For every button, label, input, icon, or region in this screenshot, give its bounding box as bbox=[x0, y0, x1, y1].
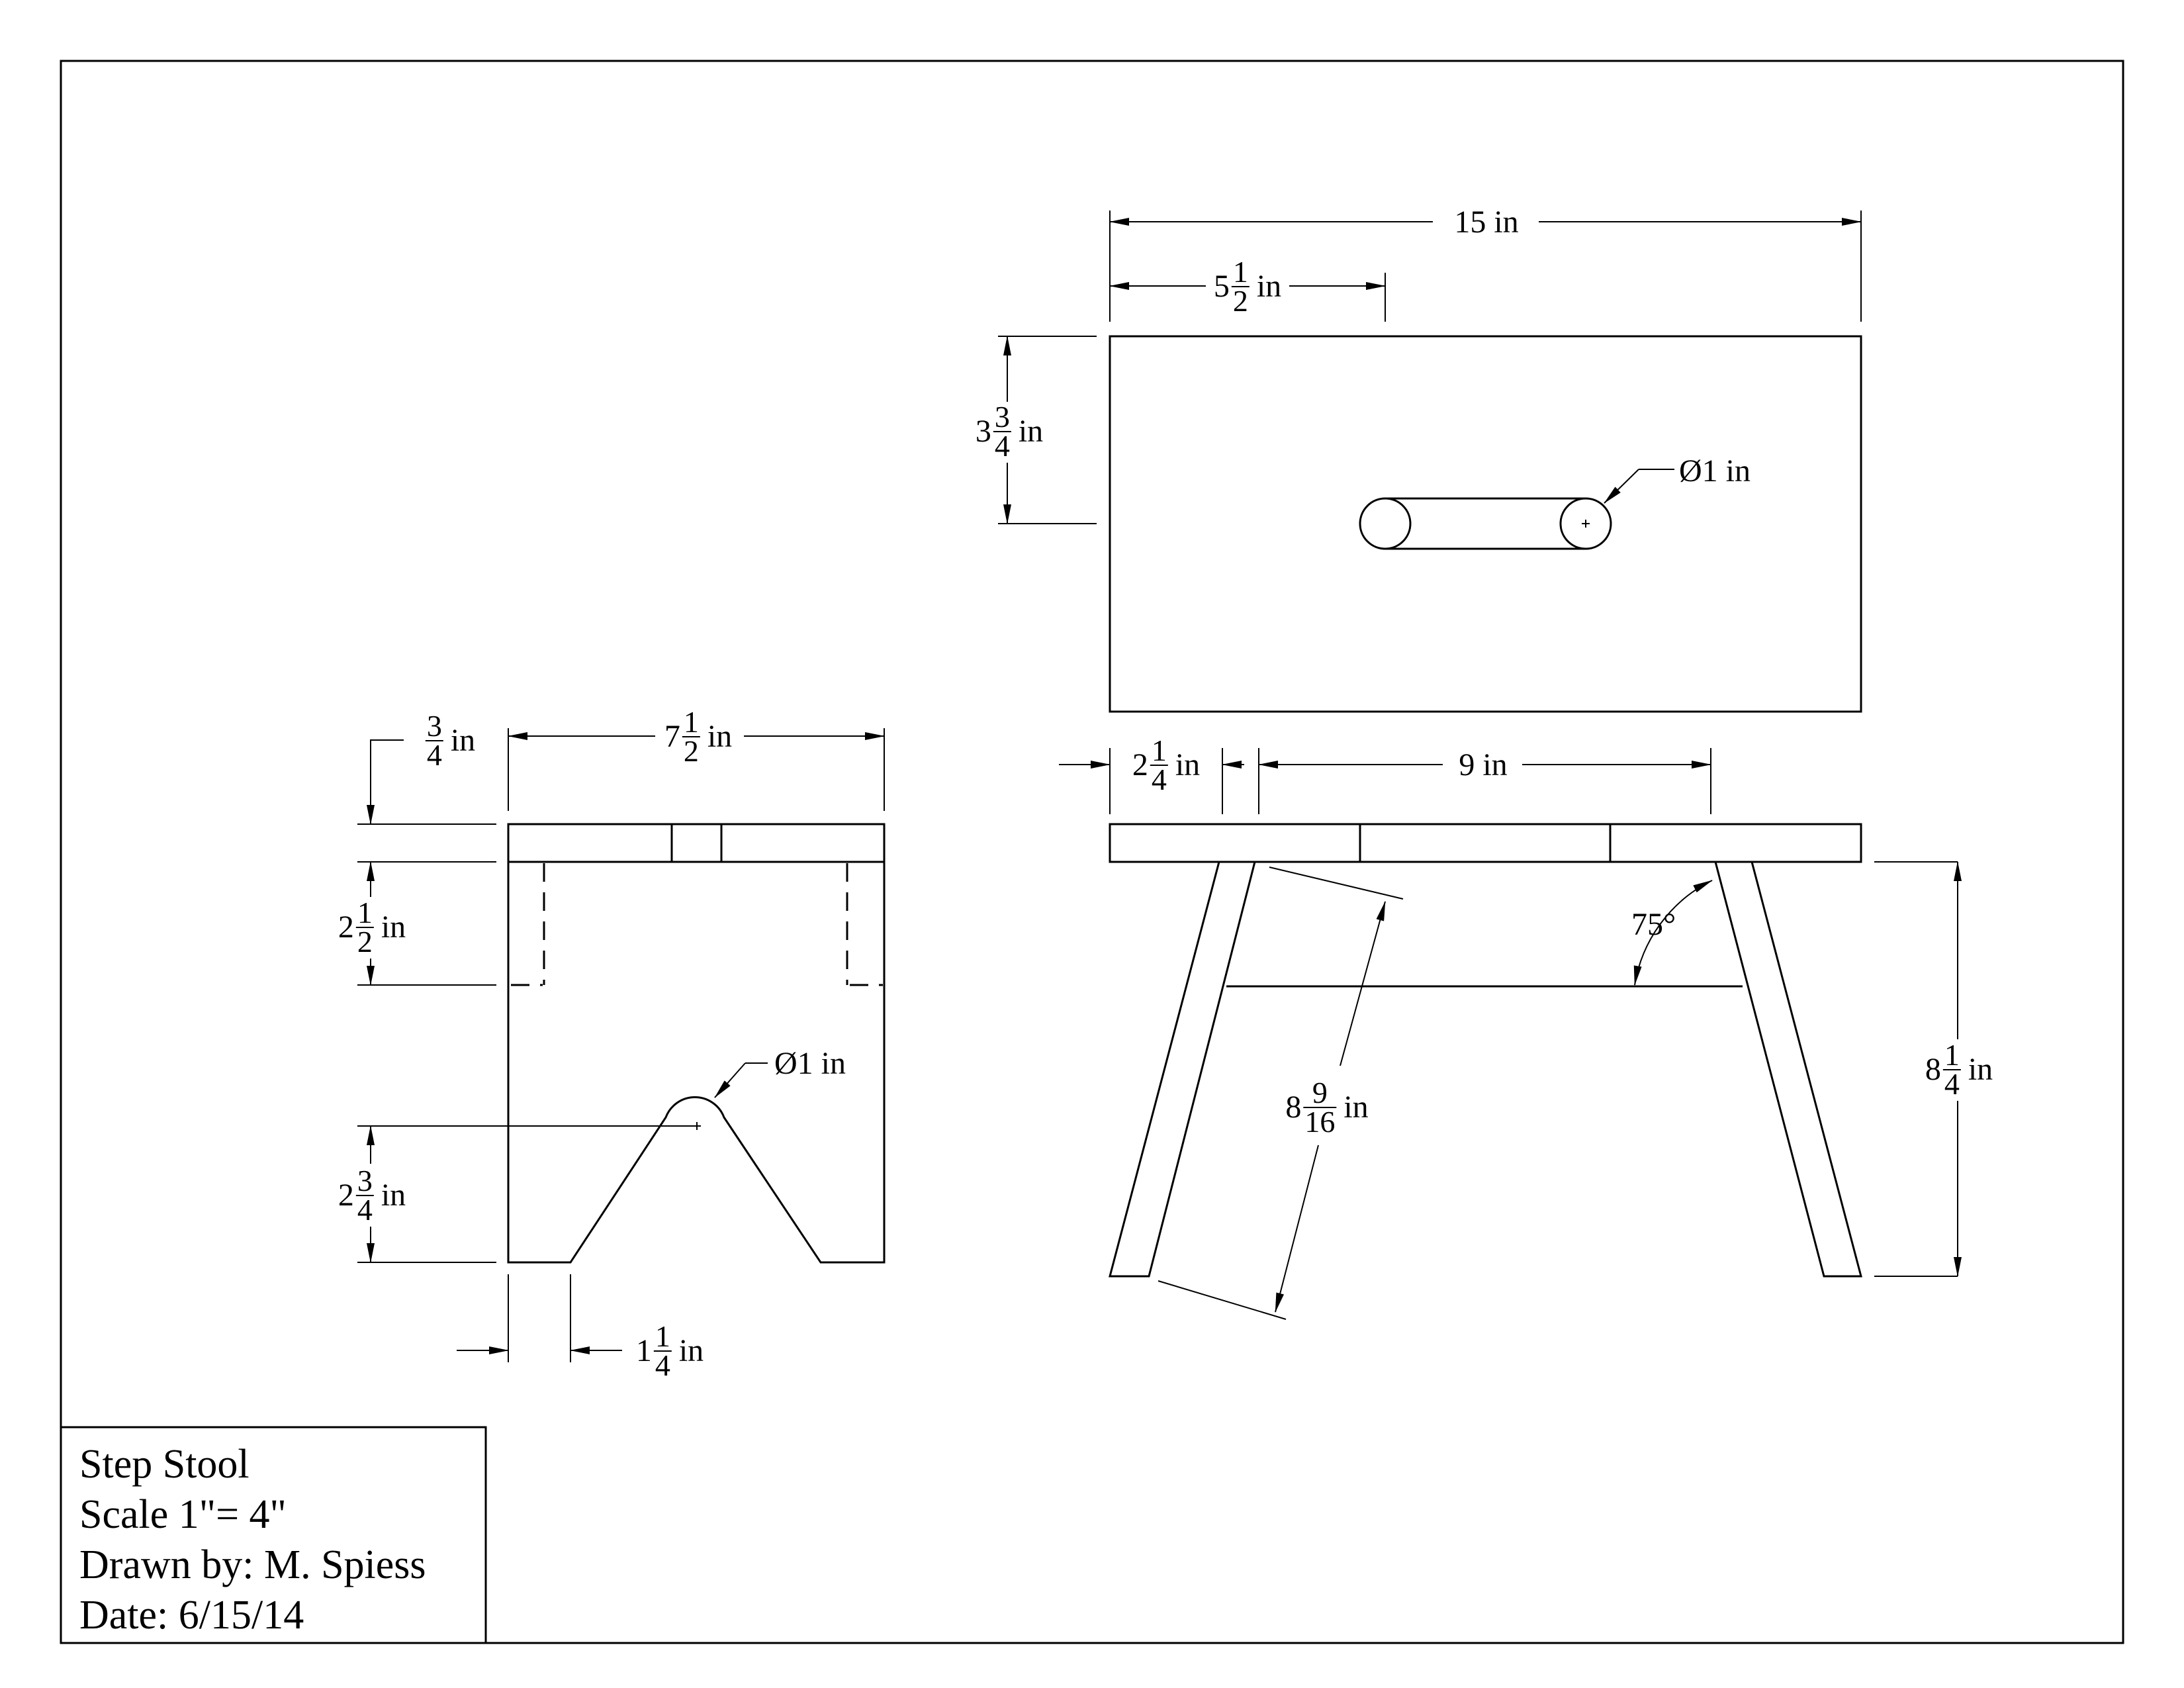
dim-numerator: 3 bbox=[995, 400, 1010, 434]
dim-numerator: 3 bbox=[357, 1164, 373, 1197]
label-arch-diameter: Ø1 in bbox=[774, 1046, 846, 1081]
dim-whole-number: 5 bbox=[1214, 269, 1230, 304]
dim-unit: in bbox=[1019, 414, 1043, 449]
front-view-right-leg bbox=[1714, 861, 1862, 1278]
dim-unit: in bbox=[1343, 1090, 1368, 1125]
dim-whole-number: 15 bbox=[1454, 205, 1486, 240]
dim-denominator: 4 bbox=[1944, 1067, 1960, 1101]
dim-denominator: 4 bbox=[357, 1193, 373, 1227]
dim-unit: in bbox=[1257, 269, 1281, 304]
dim-denominator: 4 bbox=[655, 1348, 670, 1382]
dim-unit: in bbox=[381, 910, 406, 945]
slot-circle-left bbox=[1359, 497, 1412, 550]
dim-whole-number: 3 bbox=[976, 414, 991, 449]
dim-unit: in bbox=[1175, 747, 1200, 782]
top-view-outline bbox=[1109, 335, 1862, 713]
end-view-leg-profile bbox=[507, 862, 886, 1264]
dim-numerator: 1 bbox=[684, 705, 699, 739]
dim-denominator: 2 bbox=[1233, 284, 1248, 318]
dim-numerator: 3 bbox=[427, 709, 442, 743]
title-block-scale: Scale 1"= 4" bbox=[79, 1492, 287, 1537]
slot-circle-right bbox=[1559, 497, 1612, 550]
dim-numerator: 1 bbox=[655, 1319, 670, 1353]
dim-denominator: 4 bbox=[1152, 763, 1167, 796]
dim-whole-number: 7 bbox=[664, 719, 680, 754]
front-view-top-board bbox=[1109, 823, 1862, 863]
dim-leg-angle: 75° bbox=[1631, 880, 1713, 986]
dim-numerator: 1 bbox=[357, 896, 373, 929]
title-block: Step Stool Scale 1"= 4" Drawn by: M. Spi… bbox=[60, 1426, 487, 1644]
dim-unit: in bbox=[1968, 1052, 1993, 1087]
dim-unit: in bbox=[1482, 747, 1507, 782]
dim-arch-diameter: Ø1 in bbox=[714, 1046, 846, 1098]
dim-numerator: 9 bbox=[1312, 1076, 1328, 1109]
dim-top-thickness: 34 in bbox=[367, 709, 481, 825]
dim-denominator: 4 bbox=[995, 429, 1010, 463]
sheet-border bbox=[60, 60, 2124, 1644]
dim-numerator: 1 bbox=[1233, 255, 1248, 289]
dim-label-background bbox=[1453, 749, 1512, 782]
dim-numerator: 1 bbox=[1152, 733, 1167, 767]
dim-denominator: 4 bbox=[427, 738, 442, 772]
dim-unit: in bbox=[451, 723, 475, 758]
dim-numerator: 1 bbox=[1944, 1038, 1960, 1072]
dim-whole-number: 9 bbox=[1459, 747, 1475, 782]
end-view-top-board bbox=[507, 823, 886, 863]
dim-unit: in bbox=[1494, 205, 1518, 240]
title-block-title: Step Stool bbox=[79, 1442, 250, 1487]
dim-whole-number: 8 bbox=[1285, 1090, 1301, 1125]
dim-unit: in bbox=[707, 719, 732, 754]
dim-whole-number: 2 bbox=[338, 910, 354, 945]
dim-denominator: 16 bbox=[1304, 1105, 1335, 1139]
front-view-left-leg bbox=[1109, 861, 1256, 1278]
dim-hole-diameter: Ø1 in bbox=[1604, 453, 1751, 504]
label-hole-diameter: Ø1 in bbox=[1679, 453, 1751, 489]
dim-unit: in bbox=[679, 1333, 704, 1368]
title-block-drawn-by: Drawn by: M. Spiess bbox=[79, 1542, 426, 1587]
slot bbox=[1359, 497, 1612, 550]
dim-denominator: 2 bbox=[357, 925, 373, 959]
dim-whole-number: 1 bbox=[636, 1333, 652, 1368]
title-block-frame bbox=[60, 1426, 487, 1644]
dim-whole-number: 8 bbox=[1925, 1052, 1941, 1087]
dim-whole-number: 2 bbox=[1132, 747, 1148, 782]
label-leg-angle: 75° bbox=[1631, 907, 1676, 942]
dim-denominator: 2 bbox=[684, 734, 699, 768]
dim-label-background bbox=[1449, 206, 1523, 239]
dim-whole-number: 2 bbox=[338, 1178, 354, 1213]
dim-unit: in bbox=[381, 1178, 406, 1213]
title-block-date: Date: 6/15/14 bbox=[79, 1593, 304, 1638]
label-top-thickness: 34 in bbox=[419, 709, 481, 772]
